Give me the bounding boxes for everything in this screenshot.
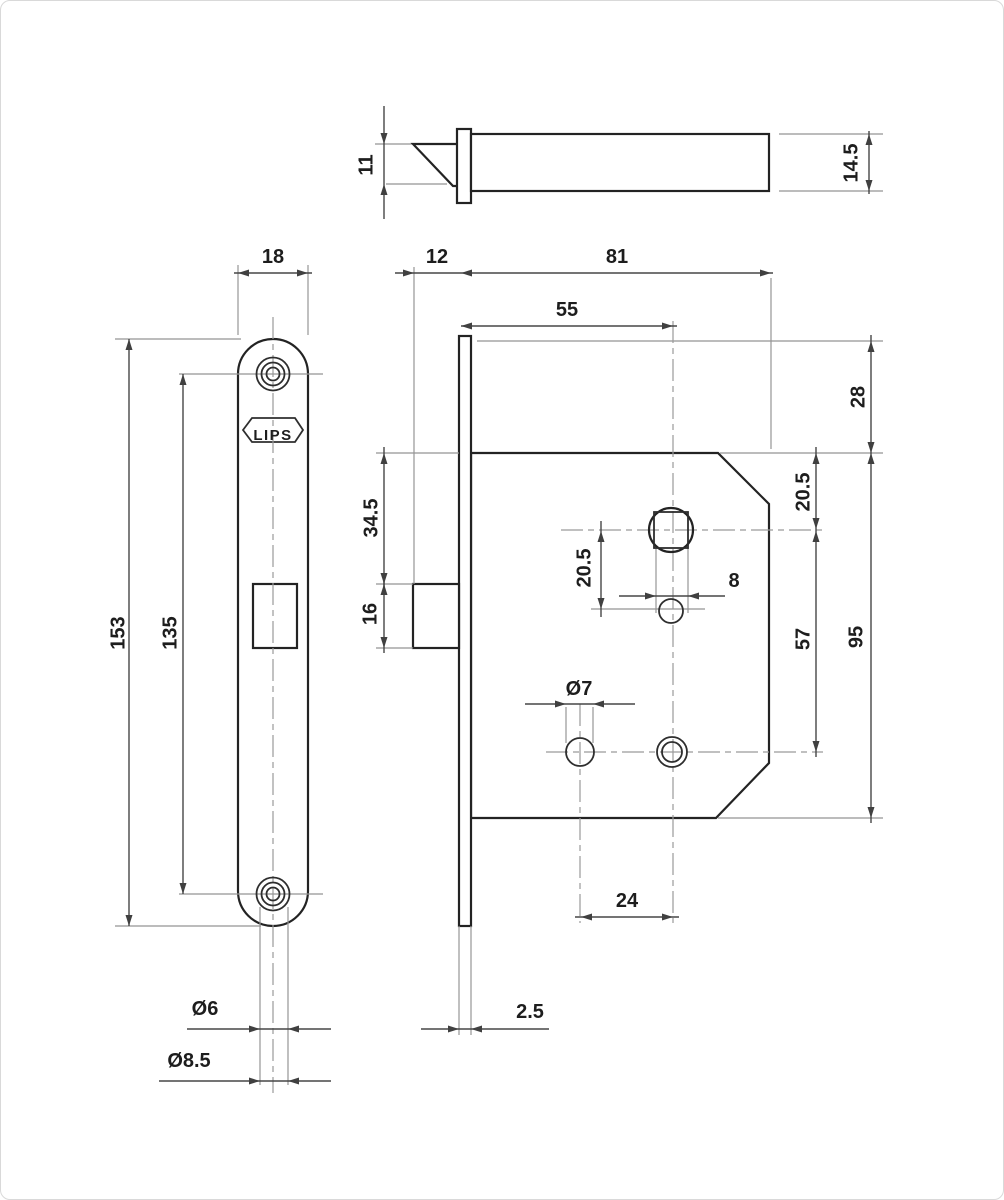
latch-body [469,132,771,193]
dim-screw-head-dia-8-5: Ø8.5 [159,1050,331,1085]
dim-hole-spacing-24: 24 [575,890,679,921]
dim-label-57: 57 [792,628,814,650]
faceplate-front-view: LIPS 18 153 135 [107,246,331,1093]
dim-label-16: 16 [359,603,381,625]
dim-follower-to-hole-20-5: 20.5 [573,521,605,617]
dim-label-18: 18 [262,246,284,268]
dim-label-34-5: 34.5 [360,499,382,538]
case-outline [469,451,771,820]
dim-case-height-95: 95 [845,453,875,818]
latch-opening [251,582,299,650]
dim-label-dia8-5: Ø8.5 [167,1050,210,1072]
dim-label-24: 24 [616,890,639,912]
follower-hole [647,506,695,554]
dim-label-12: 12 [426,246,448,268]
dim-faceplate-width-18: 18 [234,246,312,335]
dim-label-8: 8 [728,570,739,592]
faceplate-strip [457,334,473,928]
fixing-hole-left [565,737,595,767]
brand-label: LIPS [253,427,292,444]
lock-case-side-view: 12 81 55 28 95 20.5 [359,246,883,1035]
dim-label-2-5: 2.5 [516,1001,544,1023]
dim-case-top-to-latch-34-5: 34.5 [360,447,388,591]
latch-nose [410,142,461,188]
dim-label-153: 153 [107,616,129,649]
dim-follower-to-lower-holes-57: 57 [792,531,820,752]
latch-square [411,582,461,650]
dim-case-top-to-follower-20-5: 20.5 [792,447,820,757]
dim-top-offset-28: 28 [847,335,875,823]
dim-label-135: 135 [159,616,181,649]
dim-plate-thickness-2-5: 2.5 [421,1001,549,1033]
dim-screw-centers-135: 135 [159,374,187,894]
dim-backset-55: 55 [461,299,677,330]
top-screw-hole [255,356,291,392]
dim-spindle-8: 8 [619,570,740,600]
latch-side-view: 11 14.5 [355,106,883,219]
dim-label-28: 28 [847,386,869,408]
dim-latch-height-16: 16 [359,579,388,653]
brand-badge [241,417,305,443]
dim-label-20-5-right: 20.5 [792,473,814,512]
bottom-screw-hole [255,876,291,912]
dim-label-95: 95 [845,626,867,648]
dim-label-dia7: Ø7 [566,678,593,700]
dim-faceplate-height-153: 153 [107,338,261,927]
dim-label-55: 55 [556,299,578,321]
dim-label-81: 81 [606,246,628,268]
fixing-hole-right [656,736,688,768]
dim-hole-dia-7: Ø7 [525,678,635,708]
dim-latch-projection-12: 12 [395,246,773,277]
dim-latch-height-11: 11 [355,106,388,219]
dim-screw-core-dia-6: Ø6 [187,998,331,1033]
dim-label-20-5-left: 20.5 [573,549,595,588]
dim-label-11: 11 [355,154,377,175]
dim-latch-thickness-14-5: 14.5 [779,131,883,194]
spindle-lower-hole [658,598,684,624]
faceplate-section [455,127,473,205]
dim-label-dia6: Ø6 [192,998,219,1020]
dim-label-14-5: 14.5 [840,144,862,183]
dim-case-depth-81: 81 [606,246,771,277]
